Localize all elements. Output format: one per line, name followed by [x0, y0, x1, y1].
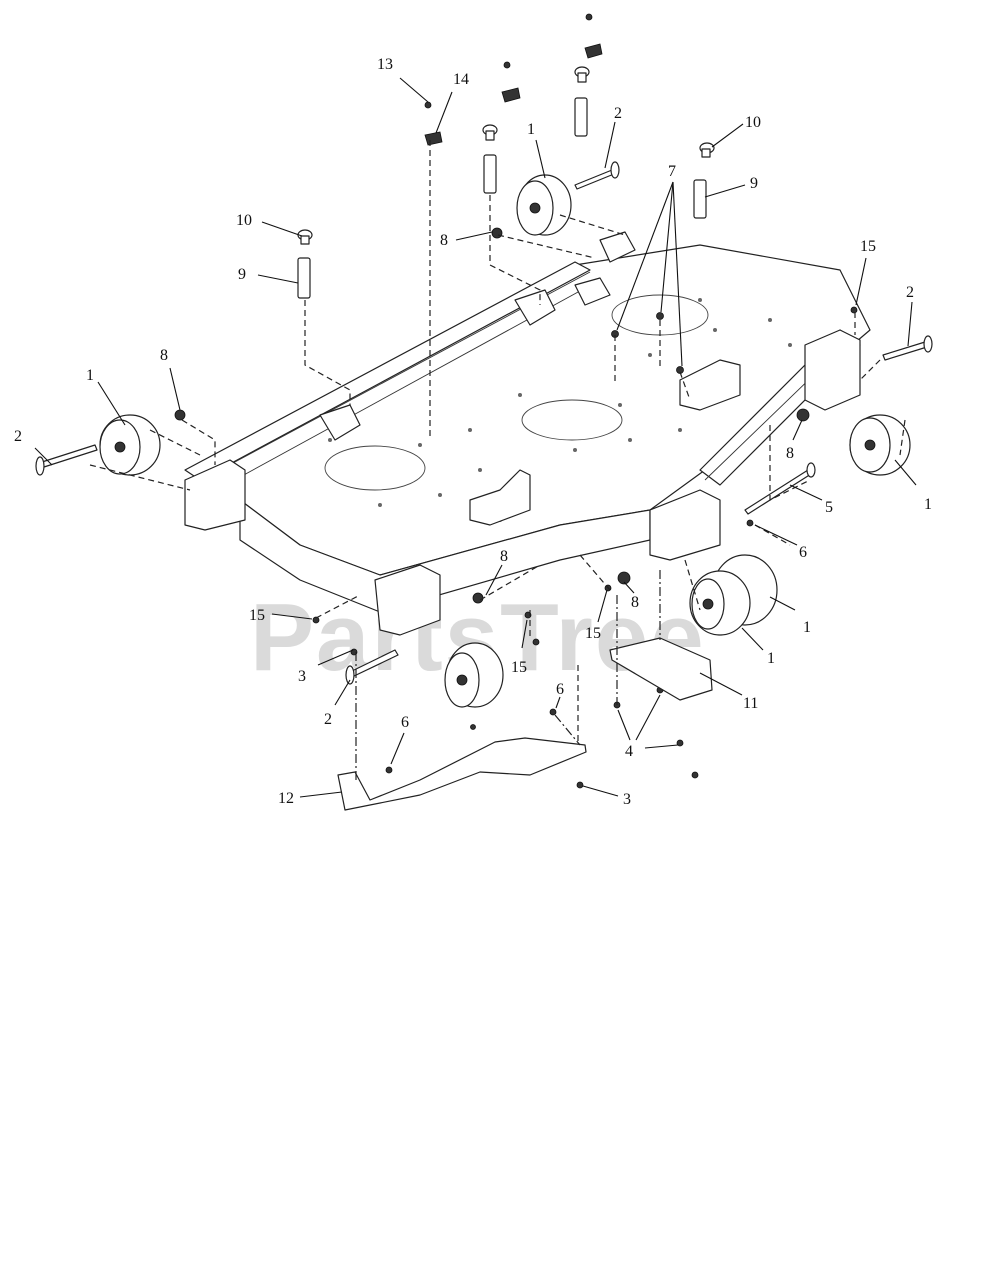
axle-bolt-right: [882, 335, 933, 361]
deck-shell: [184, 231, 871, 613]
callout-13: 13: [377, 56, 393, 73]
callout-6-left: 6: [401, 714, 409, 731]
callout-1-right: 1: [924, 496, 932, 513]
callout-9-right: 9: [750, 175, 758, 192]
callout-15-front: 15: [511, 659, 527, 676]
callout-2-right: 2: [906, 284, 914, 301]
callout-1-front-outer: 1: [803, 619, 811, 636]
axle-bolt-top: [574, 161, 620, 190]
spacer-top-right: [574, 66, 590, 137]
callout-14: 14: [453, 71, 469, 88]
callout-8-front-right: 8: [631, 594, 639, 611]
spacer-left: [297, 229, 313, 299]
leader-lines: [34, 77, 917, 798]
right-rear-bracket: [804, 329, 861, 411]
callout-8-top: 8: [440, 232, 448, 249]
callout-10-right: 10: [745, 114, 761, 131]
long-bolt-5: [744, 462, 816, 515]
callout-9-left: 9: [238, 266, 246, 283]
cable-clamps: [424, 13, 603, 146]
front-right-bracket: [649, 489, 721, 561]
callout-10-left: 10: [236, 212, 252, 229]
callout-labels: 13 14 1 2 10 7 9 10 9 8 15 2 8 1 2 8 1 5…: [14, 56, 932, 808]
gauge-wheel-rear-top: [516, 174, 572, 236]
callout-2-front: 2: [324, 711, 332, 728]
callout-8-right: 8: [786, 445, 794, 462]
callout-1-top: 1: [527, 121, 535, 138]
callout-3-right: 3: [623, 791, 631, 808]
callout-2-top: 2: [614, 105, 622, 122]
callout-1-left: 1: [86, 367, 94, 384]
callout-15-left: 15: [249, 607, 265, 624]
spacer-top-center: [482, 124, 498, 194]
callout-1-front-inner: 1: [767, 650, 775, 667]
callout-7: 7: [668, 163, 676, 180]
callout-8-front-left: 8: [500, 548, 508, 565]
callout-11: 11: [743, 695, 758, 712]
callout-3-left: 3: [298, 668, 306, 685]
spacer-right: [693, 142, 715, 219]
callout-4: 4: [625, 743, 633, 760]
assembly-lines: [89, 140, 906, 780]
baffle-12: [337, 737, 587, 811]
callout-12: 12: [278, 790, 294, 807]
callout-15-right: 15: [860, 238, 876, 255]
callout-15-center: 15: [585, 625, 601, 642]
callout-8-left: 8: [160, 347, 168, 364]
callout-6-right: 6: [799, 544, 807, 561]
axle-bolt-front: [345, 649, 399, 685]
callout-6-front: 6: [556, 681, 564, 698]
gauge-wheel-front-left: [444, 642, 504, 708]
gauge-wheel-left: [99, 414, 161, 476]
left-wheel-bracket: [184, 459, 246, 531]
gauge-wheel-front-right-pair: [689, 554, 778, 636]
callout-5: 5: [825, 499, 833, 516]
axle-bolt-left: [35, 444, 98, 476]
front-left-bracket: [374, 564, 441, 636]
callout-2-left: 2: [14, 428, 22, 445]
